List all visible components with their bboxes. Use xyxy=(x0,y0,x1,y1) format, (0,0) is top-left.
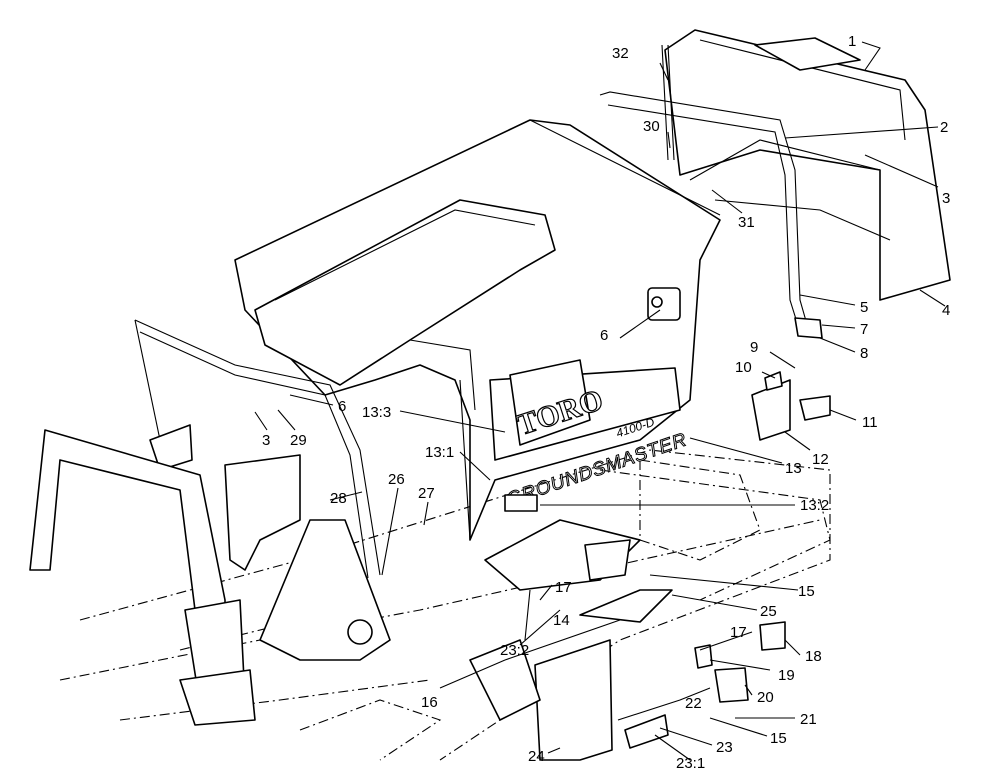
callout-23: 23 xyxy=(716,739,733,756)
callout-10: 10 xyxy=(735,359,752,376)
right-hardware xyxy=(624,621,786,749)
center-pedestal xyxy=(259,519,391,661)
lower-bracket-22 xyxy=(469,639,613,761)
callout-13-1: 13:1 xyxy=(425,444,454,461)
callout-23-1: 23:1 xyxy=(676,755,705,772)
callout-11: 11 xyxy=(862,414,878,431)
callout-30: 30 xyxy=(643,118,660,135)
bracket-25 xyxy=(579,589,673,623)
callout-13-3: 13:3 xyxy=(362,404,391,421)
callout-29: 29 xyxy=(290,432,307,449)
hinge-pad-6 xyxy=(647,287,681,321)
callout-5: 5 xyxy=(860,299,868,316)
left-side-frame xyxy=(29,429,256,726)
chassis-frame-outline xyxy=(59,449,831,761)
callout-23-2: 23:2 xyxy=(500,642,529,659)
callout-6-left: 6 xyxy=(338,398,346,415)
callout-7: 7 xyxy=(860,321,868,338)
callout-1: 1 xyxy=(848,33,856,50)
callout-25: 25 xyxy=(760,603,777,620)
callout-6: 6 xyxy=(600,327,608,344)
callout-14: 14 xyxy=(553,612,570,629)
callout-2: 2 xyxy=(940,119,948,136)
callout-24: 24 xyxy=(528,748,545,765)
callout-22: 22 xyxy=(685,695,702,712)
callout-19: 19 xyxy=(778,667,795,684)
prop-rod xyxy=(661,44,675,161)
callout-12: 12 xyxy=(812,451,829,468)
callout-31: 31 xyxy=(738,214,755,231)
callout-3-left: 3 xyxy=(262,432,270,449)
callout-8: 8 xyxy=(860,345,868,362)
callout-17-right: 17 xyxy=(730,624,747,641)
callout-18: 18 xyxy=(805,648,822,665)
hood xyxy=(234,119,721,541)
callout-26: 26 xyxy=(388,471,405,488)
latch-bracket xyxy=(751,371,831,441)
hood-support-bar xyxy=(599,91,823,339)
callout-17-left: 17 xyxy=(555,579,572,596)
bracket-28 xyxy=(224,454,301,571)
callout-4: 4 xyxy=(942,302,950,319)
callout-13: 13 xyxy=(785,460,802,477)
leader-lines xyxy=(254,41,946,761)
callout-3: 3 xyxy=(942,190,950,207)
callout-20: 20 xyxy=(757,689,774,706)
callout-27: 27 xyxy=(418,485,435,502)
callout-9: 9 xyxy=(750,339,758,356)
rear-shroud xyxy=(664,29,951,301)
callout-21: 21 xyxy=(800,711,817,728)
callout-15-lower: 15 xyxy=(770,730,787,747)
callout-28: 28 xyxy=(330,490,347,507)
callout-32: 32 xyxy=(612,45,629,62)
callout-16: 16 xyxy=(421,694,438,711)
mount-plate-14 xyxy=(484,519,641,591)
roll-bar-tube xyxy=(134,319,381,579)
callout-15-upper: 15 xyxy=(798,583,815,600)
warning-decal-13-2 xyxy=(504,494,538,512)
callout-labels: 1 2 3 4 5 6 7 8 9 10 11 12 13 13:3 13:1 … xyxy=(262,33,950,772)
callout-13-2: 13:2 xyxy=(800,497,829,514)
